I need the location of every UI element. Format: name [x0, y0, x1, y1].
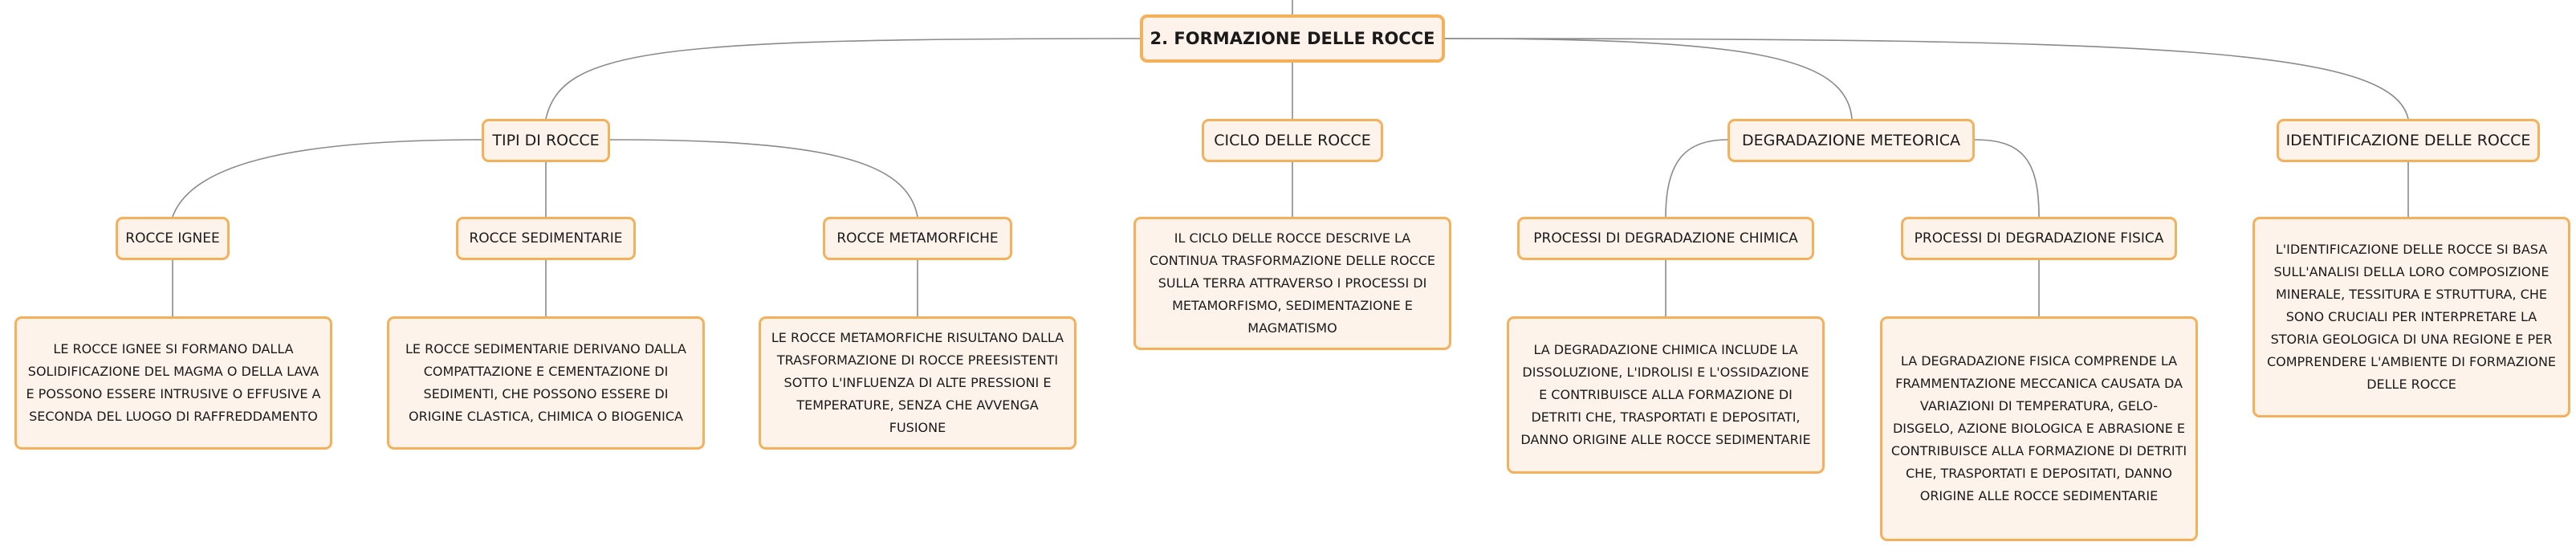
connector — [1444, 38, 2409, 120]
node-ciclo-delle-rocce[interactable]: CICLO DELLE ROCCE — [1202, 119, 1383, 162]
leaf-ciclo-text[interactable]: IL CICLO DELLE ROCCE DESCRIVE LA CONTINU… — [1133, 217, 1451, 350]
node-identificazione-delle-rocce[interactable]: IDENTIFICAZIONE DELLE ROCCE — [2277, 119, 2540, 162]
node-degradazione-chimica[interactable]: PROCESSI DI DEGRADAZIONE CHIMICA — [1517, 217, 1814, 260]
leaf-degradazione-fisica-text[interactable]: LA DEGRADAZIONE FISICA COMPRENDE LA FRAM… — [1880, 316, 2198, 541]
connector — [545, 38, 1141, 120]
node-tipi-di-rocce[interactable]: TIPI DI ROCCE — [482, 119, 610, 162]
leaf-identificazione-text[interactable]: L'IDENTIFICAZIONE DELLE ROCCE SI BASA SU… — [2252, 217, 2570, 418]
leaf-degradazione-chimica-text[interactable]: LA DEGRADAZIONE CHIMICA INCLUDE LA DISSO… — [1507, 316, 1825, 474]
leaf-rocce-sedimentarie-text[interactable]: LE ROCCE SEDIMENTARIE DERIVANO DALLA COM… — [387, 316, 705, 450]
node-rocce-sedimentarie[interactable]: ROCCE SEDIMENTARIE — [456, 217, 636, 260]
connector — [609, 139, 918, 218]
node-degradazione-meteorica[interactable]: DEGRADAZIONE METEORICA — [1728, 119, 1975, 162]
connector — [1974, 139, 2040, 218]
leaf-rocce-metamorfiche-text[interactable]: LE ROCCE METAMORFICHE RISULTANO DALLA TR… — [759, 316, 1076, 450]
connector — [1665, 139, 1728, 218]
connector — [172, 139, 482, 218]
node-rocce-ignee[interactable]: ROCCE IGNEE — [116, 217, 230, 260]
leaf-rocce-ignee-text[interactable]: LE ROCCE IGNEE SI FORMANO DALLA SOLIDIFI… — [14, 316, 332, 450]
node-rocce-metamorfiche[interactable]: ROCCE METAMORFICHE — [823, 217, 1012, 260]
connector — [1444, 38, 1853, 120]
root-node[interactable]: 2. FORMAZIONE DELLE ROCCE — [1140, 14, 1445, 63]
node-degradazione-fisica[interactable]: PROCESSI DI DEGRADAZIONE FISICA — [1901, 217, 2177, 260]
